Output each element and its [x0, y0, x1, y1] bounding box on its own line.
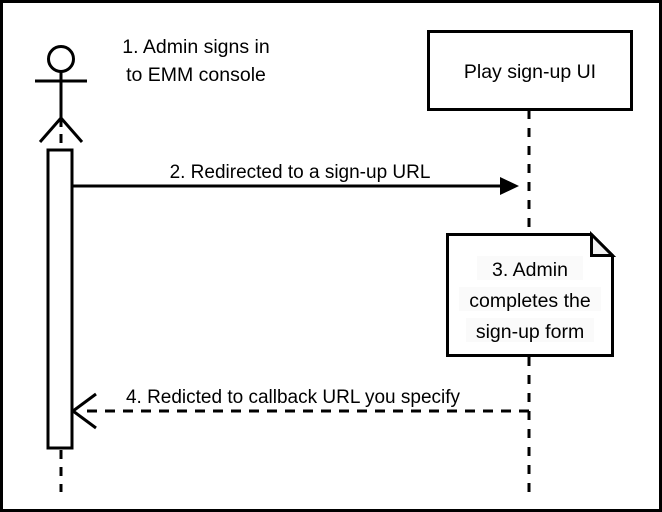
note-3-line-2: completes the [469, 290, 590, 312]
note-3-text-highlight-3 [466, 318, 594, 342]
note-3-line-1: 3. Admin [492, 259, 568, 281]
note-3-line-3: sign-up form [476, 321, 584, 343]
message-2-label: 2. Redirected to a sign-up URL [170, 162, 431, 183]
step1-label-line1: 1. Admin signs in [122, 36, 269, 58]
message-4-arrowhead-open [70, 392, 97, 430]
note-3-admin-completes-form: 3. Admin completes the sign-up form [446, 230, 617, 357]
participant-box-play-signup-ui[interactable] [427, 30, 633, 111]
note-3-fold-corner-icon [590, 230, 617, 257]
actor-stick-figure-icon [35, 45, 87, 143]
message-2-arrowhead-filled [500, 177, 519, 195]
actor-right-leg-line [59, 117, 84, 143]
note-3-text-highlight-1 [477, 256, 583, 280]
activation-bar-admin [46, 148, 74, 450]
participant-label-play-signup-ui: Play sign-up UI [464, 61, 596, 83]
note-3-text-highlight-2 [459, 287, 601, 311]
actor-left-leg-line [38, 117, 63, 143]
step1-label-line2: to EMM console [126, 64, 266, 86]
actor-head-icon [47, 45, 75, 73]
message-4-label: 4. Redicted to callback URL you specify [126, 387, 461, 408]
